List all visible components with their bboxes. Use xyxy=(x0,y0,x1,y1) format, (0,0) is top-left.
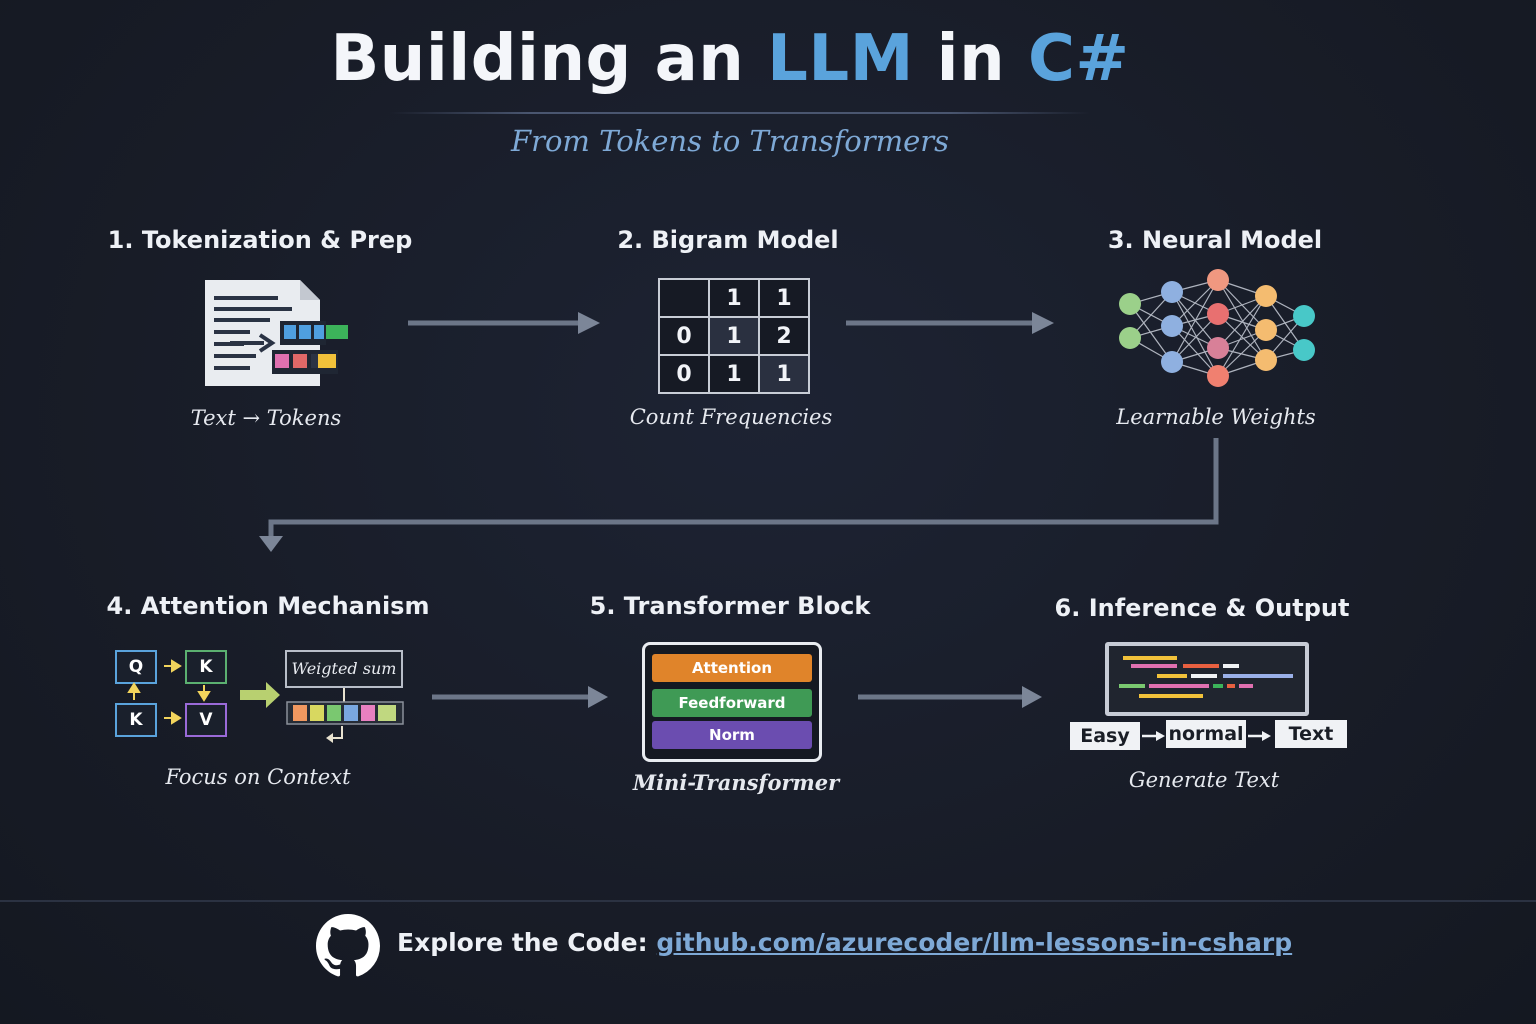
output-token-normal: normal xyxy=(1166,720,1246,748)
code-lines xyxy=(1119,656,1293,698)
transformer-block: Attention Feedforward Norm xyxy=(642,642,822,762)
step-4-caption: Focus on Context xyxy=(165,765,351,789)
key-box-bottom: K xyxy=(115,703,157,737)
step-5-title: 5. Transformer Block xyxy=(589,592,871,620)
table-row: 0 1 2 xyxy=(658,316,810,356)
norm-layer: Norm xyxy=(652,721,812,749)
step-2-title: 2. Bigram Model xyxy=(617,226,839,254)
bigram-table: 1 1 0 1 2 0 1 1 xyxy=(658,278,810,394)
step-3-title: 3. Neural Model xyxy=(1107,226,1323,254)
code-screen xyxy=(1105,642,1309,716)
page-subtitle: From Tokens to Transformers xyxy=(510,124,950,158)
table-cell: 1 xyxy=(758,278,810,318)
step-6-title: 6. Inference & Output xyxy=(1054,594,1350,622)
value-box: V xyxy=(185,703,227,737)
arrow-1-to-2 xyxy=(408,312,600,334)
title-highlight-llm: LLM xyxy=(767,22,914,96)
key-box-top: K xyxy=(185,650,227,684)
table-cell: 1 xyxy=(708,354,760,394)
step-6-caption: Generate Text xyxy=(1128,768,1280,792)
table-cell: 2 xyxy=(758,316,810,356)
title-text-in: in xyxy=(913,22,1028,96)
footer-label: Explore the Code: xyxy=(397,928,648,957)
table-row: 1 1 xyxy=(658,278,810,318)
page-title: Building an LLM in C# xyxy=(0,22,1460,96)
footer-divider xyxy=(0,900,1536,902)
weighted-sum-box: Weigted sum xyxy=(285,650,403,688)
github-icon[interactable] xyxy=(316,914,380,978)
query-box: Q xyxy=(115,650,157,684)
attention-arrows xyxy=(127,659,404,743)
arrow-2-to-3 xyxy=(846,312,1054,334)
arrow-4-to-5 xyxy=(432,686,608,708)
feedforward-layer: Feedforward xyxy=(652,689,812,717)
table-cell: 1 xyxy=(708,316,760,356)
table-cell: 1 xyxy=(708,278,760,318)
attention-layer: Attention xyxy=(652,654,812,682)
table-cell: 0 xyxy=(658,316,710,356)
step-1-caption: Text → Tokens xyxy=(190,406,342,430)
step-5-caption: Mini-Transformer xyxy=(632,770,840,795)
step-2-caption: Count Frequencies xyxy=(629,405,833,429)
title-highlight-csharp: C# xyxy=(1027,22,1130,96)
document-icon xyxy=(205,280,348,386)
arrow-3-to-4 xyxy=(259,438,1219,552)
output-arrows xyxy=(1142,731,1271,741)
footer-text: Explore the Code: github.com/azurecoder/… xyxy=(397,928,1292,957)
table-cell xyxy=(658,278,710,318)
table-row: 0 1 1 xyxy=(658,354,810,394)
step-4-title: 4. Attention Mechanism xyxy=(106,592,430,620)
neural-network-icon xyxy=(1119,269,1315,387)
title-text: Building an xyxy=(330,22,768,96)
title-divider xyxy=(390,112,1090,114)
step-1-title: 1. Tokenization & Prep xyxy=(107,226,413,254)
step-3-caption: Learnable Weights xyxy=(1116,405,1316,429)
output-token-text: Text xyxy=(1275,720,1347,748)
arrow-5-to-6 xyxy=(858,686,1042,708)
table-cell: 1 xyxy=(758,354,810,394)
output-token-easy: Easy xyxy=(1070,722,1140,750)
repo-link[interactable]: github.com/azurecoder/llm-lessons-in-csh… xyxy=(656,928,1293,957)
table-cell: 0 xyxy=(658,354,710,394)
